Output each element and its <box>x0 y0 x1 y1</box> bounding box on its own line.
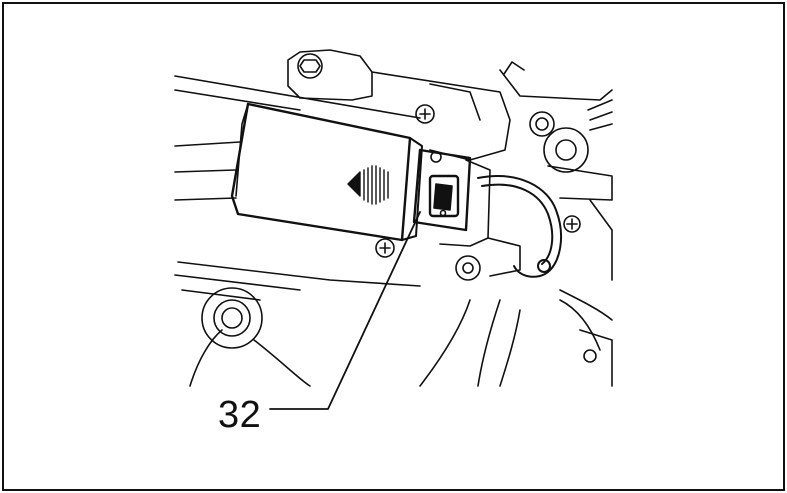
wire-harness <box>477 175 563 278</box>
screw-icon <box>563 215 581 233</box>
frame-rails <box>174 75 421 301</box>
bolt-icon <box>297 53 323 79</box>
callout-label: 32 <box>218 394 262 436</box>
screw-icon <box>375 238 395 258</box>
vent-grille <box>347 165 389 205</box>
callout-leader <box>269 211 421 410</box>
upper-bracket <box>287 49 511 161</box>
control-box <box>230 102 423 242</box>
switch-bracket <box>439 159 521 281</box>
pivot-assembly <box>499 61 613 321</box>
lower-linkage <box>419 299 613 387</box>
screw-icon <box>415 104 435 124</box>
wheel-hub <box>189 287 311 387</box>
rocker-switch <box>412 148 472 232</box>
